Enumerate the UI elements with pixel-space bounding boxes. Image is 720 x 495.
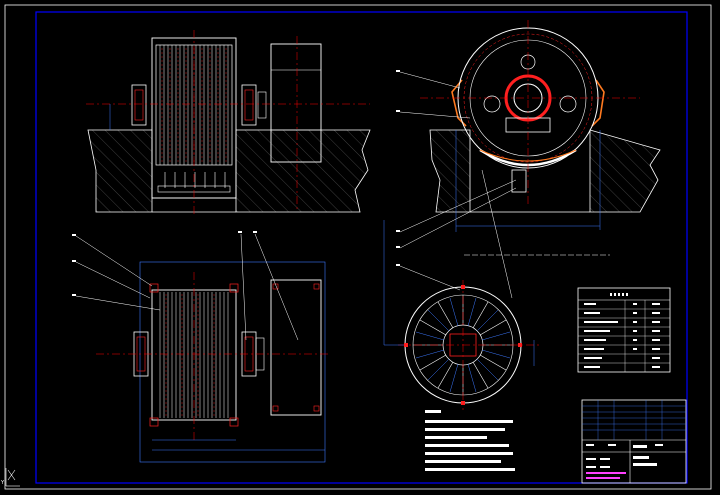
- ucs-axis-icon: Y: [0, 468, 20, 487]
- title-block: [581, 399, 687, 484]
- section-view: [383, 220, 540, 410]
- top-view: [96, 261, 330, 463]
- right-bearing: [241, 84, 267, 126]
- leader-lines-right: [399, 71, 517, 299]
- leader-lines-left: [75, 233, 299, 341]
- drum-rope-grooves: [159, 45, 229, 165]
- sheet-border: [4, 4, 712, 490]
- ucs-y-label: Y: [0, 480, 5, 486]
- left-bearing: [131, 84, 147, 126]
- technical-notes: [425, 410, 515, 471]
- side-view: [420, 20, 661, 232]
- parts-table: [577, 287, 671, 373]
- front-view: [86, 30, 371, 215]
- front-motor-block: [270, 43, 322, 163]
